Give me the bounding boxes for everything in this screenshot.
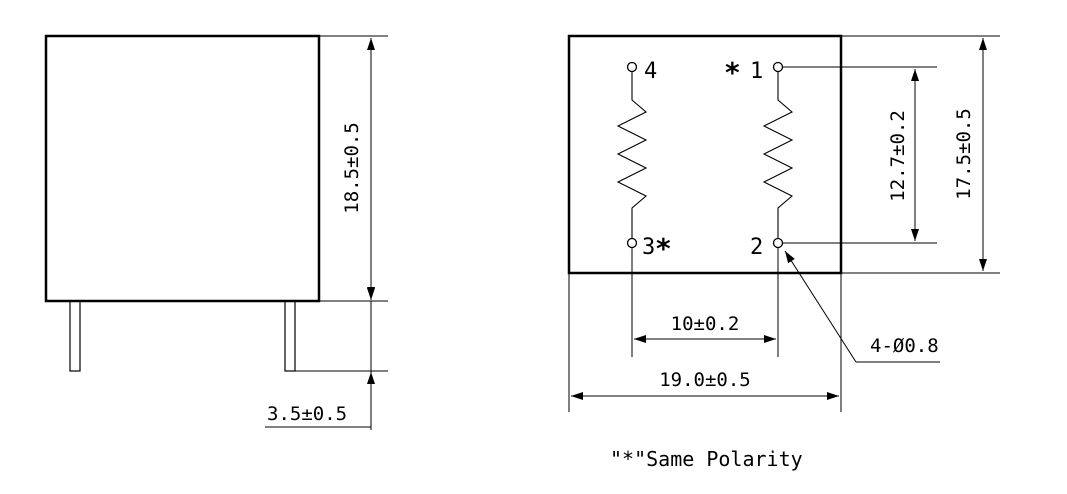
pin-2-label: 2 [750,235,763,260]
side-view-pin-left [69,300,81,372]
bottom-view: 4 3 * * 1 2 12.7±0.2 17.5±0.5 10±0.2 19.… [567,34,1000,412]
hole-spec-label: 4-Ø0.8 [870,335,939,357]
coil-right [762,72,794,238]
pin-2-hole [772,237,784,249]
bottom-view-body [567,34,843,275]
pin-4-label: 4 [644,59,657,84]
coil-left [616,72,648,238]
dimension-body-height-label: 17.5±0.5 [953,108,975,200]
dimension-pin-spacing-h-label: 10±0.2 [671,313,740,335]
leader-hole-spec [784,250,857,363]
pin-1-hole [772,61,784,73]
dimension-pin-label: 3.5±0.5 [267,403,347,425]
pin-4-hole [626,61,638,73]
polarity-note: "*"Same Polarity [610,447,803,471]
dimension-height-label: 18.5±0.5 [341,122,363,214]
side-view: 18.5±0.5 3.5±0.5 [44,34,388,430]
pin-3-label: 3 [642,235,655,260]
dimension-body-width-label: 19.0±0.5 [659,369,751,391]
dimension-pin-spacing-v-label: 12.7±0.2 [887,110,909,202]
pin-1-label: 1 [750,59,763,84]
side-view-body [44,34,321,303]
polarity-star-pin-1: * [725,56,740,89]
side-view-pin-right [284,300,296,372]
polarity-star-pin-3: * [656,232,671,265]
pin-3-hole [626,237,638,249]
